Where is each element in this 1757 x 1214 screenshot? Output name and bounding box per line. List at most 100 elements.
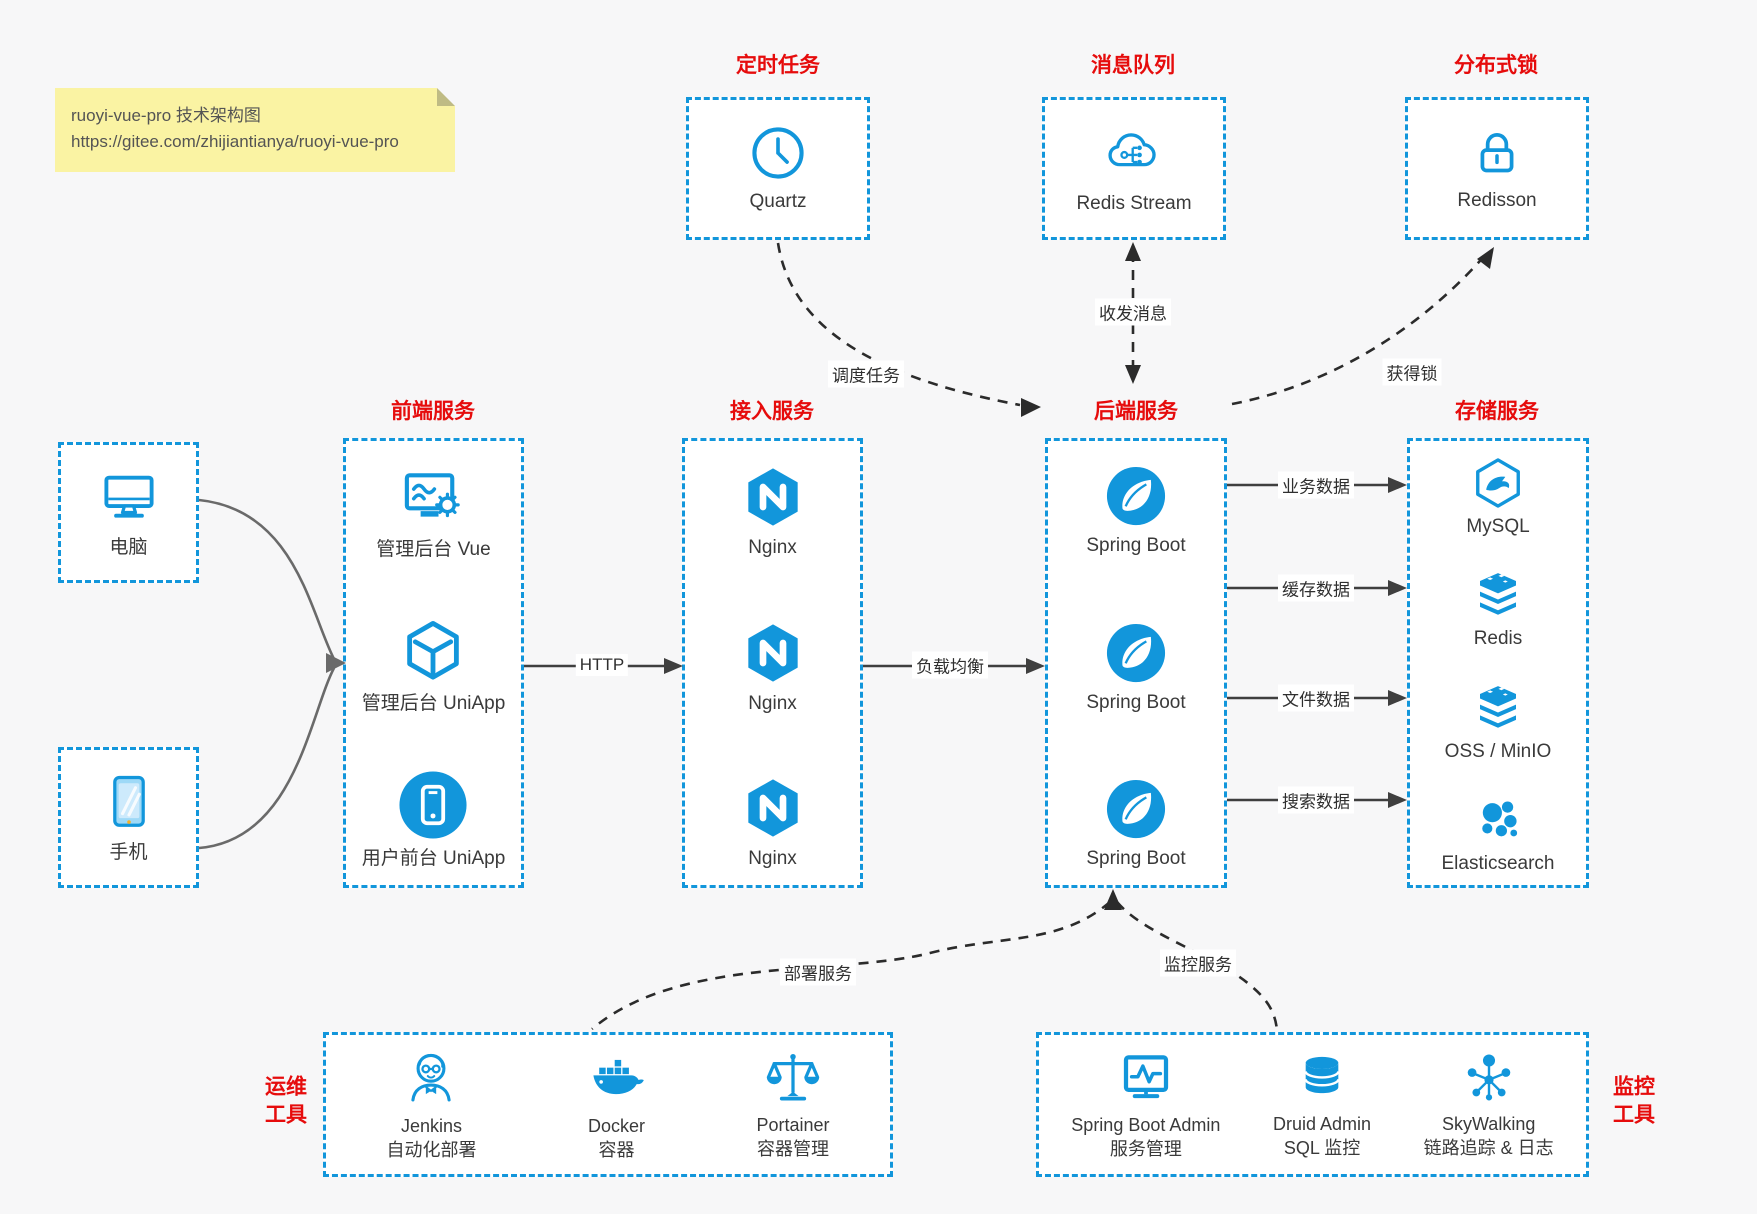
edge-label-lock: 获得锁 — [1382, 358, 1442, 386]
edge-label-http: HTTP — [575, 654, 629, 676]
arrowhead — [1021, 398, 1041, 417]
nginx-label: Nginx — [748, 848, 797, 870]
clock-icon — [749, 124, 807, 182]
label-ops-tools: 运维 工具 — [265, 1075, 307, 1127]
spring-boot-admin-icon — [1116, 1048, 1176, 1108]
docker-icon — [593, 1059, 645, 1094]
uniapp-user-label: 用户前台 UniApp — [361, 848, 506, 870]
spring-boot-admin-item: Spring Boot Admin 服务管理 — [1071, 1048, 1220, 1162]
edge-label-schedule: 调度任务 — [828, 360, 904, 388]
nginx-icon — [741, 621, 805, 685]
title-frontend: 前端服务 — [391, 400, 475, 423]
sba-name: Spring Boot Admin — [1071, 1114, 1221, 1135]
druid-desc: SQL 监控 — [1283, 1138, 1361, 1158]
springboot-item: Spring Boot — [1086, 465, 1186, 558]
title-storage: 存储服务 — [1455, 400, 1539, 423]
springboot-label: Spring Boot — [1086, 848, 1186, 870]
edge-label-file-data: 文件数据 — [1278, 684, 1354, 712]
arrowhead — [1125, 365, 1141, 384]
storage-box: MySQL Redis OSS / MinIO Elasticsearch — [1407, 438, 1589, 888]
phone-icon — [112, 775, 145, 827]
edge-label-deploy: 部署服务 — [780, 958, 856, 986]
uniapp-cube-icon — [399, 617, 467, 685]
skywalking-icon — [1466, 1052, 1512, 1102]
sba-desc: 服务管理 — [1109, 1139, 1182, 1159]
pc-client-box: 电脑 — [58, 442, 199, 583]
arrowhead — [1388, 580, 1407, 596]
docker-name: Docker — [587, 1115, 645, 1136]
uniapp-user-icon — [398, 770, 469, 841]
nginx-icon — [741, 465, 805, 529]
portainer-name: Portainer — [756, 1114, 830, 1135]
redis-label: Redis — [1473, 628, 1523, 650]
jenkins-icon — [411, 1053, 452, 1102]
edge-acquire-lock — [1231, 252, 1488, 406]
desktop-icon — [103, 475, 154, 518]
nginx-item: Nginx — [741, 776, 805, 871]
mobile-client-label: 手机 — [109, 841, 148, 863]
mobile-client-box: 手机 — [58, 747, 199, 888]
redisson-label: Redisson — [1457, 189, 1537, 211]
docker-item: Docker 容器 — [585, 1047, 647, 1163]
quartz-box: Quartz — [686, 97, 870, 240]
arrowhead — [1477, 247, 1494, 269]
arrowhead — [1388, 477, 1407, 493]
skywalking-desc: 链路追踪 & 日志 — [1423, 1138, 1554, 1158]
oss-stack-icon — [1479, 685, 1516, 728]
spring-boot-icon — [1105, 465, 1167, 527]
arrowhead — [1388, 792, 1407, 808]
spring-boot-icon — [1105, 622, 1167, 683]
jenkins-name: Jenkins — [400, 1115, 462, 1136]
redis-stream-box: Redis Stream — [1042, 97, 1226, 240]
arrowhead — [1125, 242, 1141, 261]
quartz-label: Quartz — [749, 190, 807, 212]
redis-stream-label: Redis Stream — [1076, 192, 1192, 214]
pc-client-label: 电脑 — [109, 536, 148, 558]
elasticsearch-icon — [1482, 801, 1518, 837]
backend-box: Spring Boot Spring Boot Spring Boot — [1045, 438, 1227, 888]
arrowhead — [1104, 889, 1122, 910]
jenkins-desc: 自动化部署 — [386, 1140, 477, 1160]
title-distributed-lock: 分布式锁 — [1454, 54, 1538, 77]
portainer-icon — [764, 1051, 822, 1101]
monitor-tools-box: Spring Boot Admin 服务管理 Druid Admin SQL 监… — [1036, 1032, 1589, 1177]
nginx-label: Nginx — [748, 692, 797, 714]
springboot-item: Spring Boot — [1086, 778, 1186, 871]
arrowhead — [1026, 658, 1045, 674]
edge-label-business-data: 业务数据 — [1278, 471, 1354, 499]
nginx-item: Nginx — [741, 621, 805, 716]
mysql-item: MySQL — [1466, 456, 1530, 539]
mysql-label: MySQL — [1466, 516, 1530, 537]
vue-admin-item: 管理后台 Vue — [376, 465, 491, 562]
skywalking-name: SkyWalking — [1441, 1113, 1536, 1134]
redis-item: Redis — [1471, 568, 1525, 651]
note-fold-corner — [437, 88, 455, 106]
vue-admin-label: 管理后台 Vue — [376, 539, 491, 560]
druid-name: Druid Admin — [1273, 1113, 1372, 1134]
ops-tools-box: Jenkins 自动化部署 Docker 容器 Portainer 容器管理 — [323, 1032, 893, 1177]
druid-database-icon — [1304, 1055, 1340, 1095]
docker-desc: 容器 — [598, 1140, 635, 1160]
oss-minio-label: OSS / MinIO — [1444, 740, 1552, 762]
title-scheduled-task: 定时任务 — [736, 54, 820, 77]
note-url: https://gitee.com/zhijiantianya/ruoyi-vu… — [71, 132, 399, 151]
springboot-item: Spring Boot — [1086, 622, 1186, 715]
skywalking-item: SkyWalking 链路追踪 & 日志 — [1424, 1049, 1554, 1161]
edge-label-search-data: 搜索数据 — [1278, 786, 1354, 814]
elasticsearch-item: Elasticsearch — [1442, 793, 1555, 876]
portainer-item: Portainer 容器管理 — [756, 1048, 830, 1162]
spring-boot-icon — [1105, 778, 1167, 840]
redis-stack-icon — [1480, 573, 1516, 616]
vue-admin-icon — [400, 465, 466, 531]
springboot-label: Spring Boot — [1086, 535, 1186, 556]
edge-label-messaging: 收发消息 — [1095, 298, 1171, 326]
title-gateway: 接入服务 — [730, 400, 814, 423]
lock-icon — [1480, 132, 1514, 172]
mysql-icon — [1476, 458, 1520, 508]
arrowhead — [1388, 690, 1407, 706]
title-message-queue: 消息队列 — [1091, 54, 1175, 77]
edge-label-monitoring: 监控服务 — [1160, 949, 1236, 977]
jenkins-item: Jenkins 自动化部署 — [386, 1047, 476, 1163]
title-backend: 后端服务 — [1094, 400, 1178, 423]
